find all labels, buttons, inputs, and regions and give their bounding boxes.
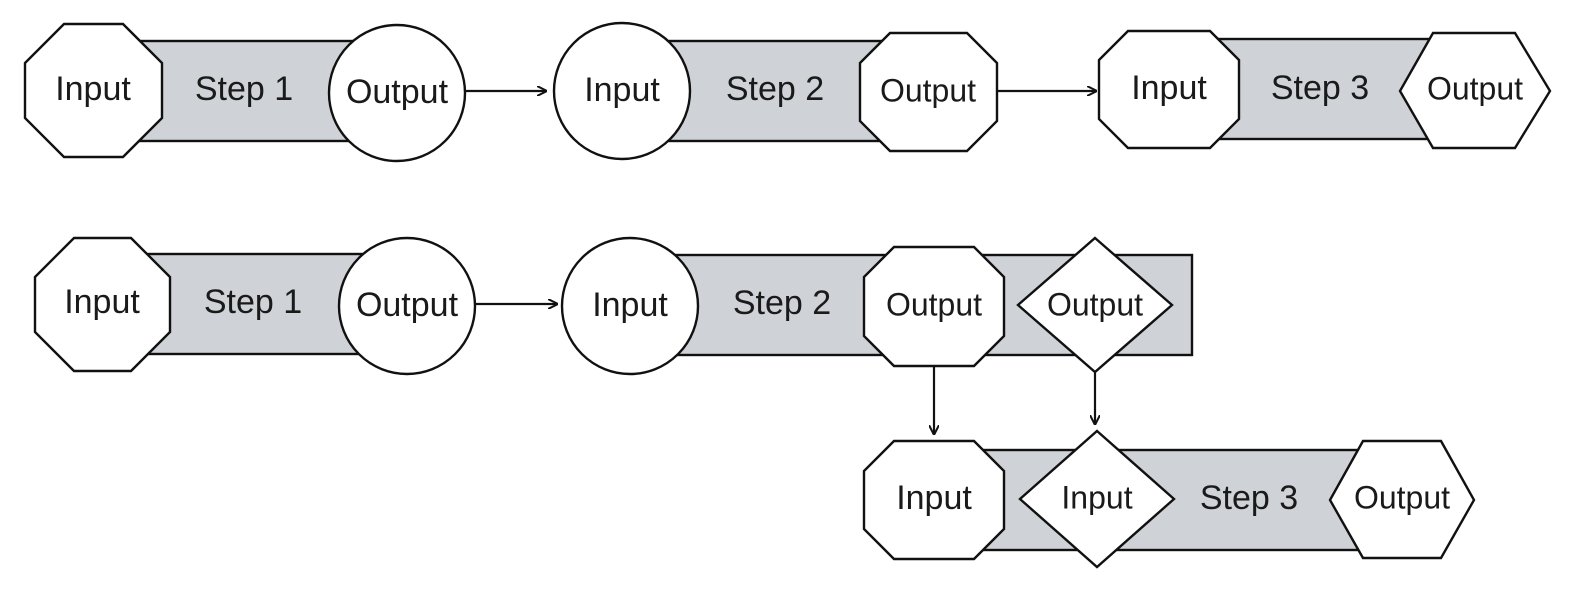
- top-step-3-title: Step 3: [1271, 69, 1369, 107]
- top-step-1-input-octagon: [23, 22, 164, 159]
- bottom-step-2-input-label: Input: [592, 286, 668, 324]
- bottom-step-3-title: Step 3: [1200, 479, 1298, 517]
- top-step-1: Input Step 1 Output: [23, 22, 467, 163]
- top-step-2-input-label: Input: [584, 71, 660, 109]
- top-step-3-input-label: Input: [1131, 69, 1207, 107]
- top-step-3-input-octagon: [1097, 29, 1241, 150]
- top-step-1-title: Step 1: [195, 70, 293, 108]
- bottom-step-1-output-label: Output: [356, 286, 459, 324]
- top-step-1-output-circle: [327, 23, 467, 163]
- bottom-row: Input Step 1 Output Input Step 2 Output …: [33, 236, 1476, 569]
- bottom-step-2-input-circle: [560, 236, 700, 376]
- top-step-1-output-label: Output: [346, 73, 449, 111]
- top-step-2-output-label: Output: [880, 72, 976, 108]
- top-step-2-title: Step 2: [726, 70, 824, 108]
- bottom-step-1-input-octagon: [33, 236, 172, 373]
- top-step-2-input-circle: [552, 21, 692, 161]
- bottom-step-2-output-label: Output: [886, 286, 982, 322]
- bottom-step-3-output-label: Output: [1354, 479, 1450, 515]
- bottom-step-2: Input Step 2 Output Output: [560, 236, 1194, 376]
- top-row: Input Step 1 Output Input Step 2 Output …: [23, 21, 1552, 163]
- top-step-3-output-label: Output: [1427, 70, 1523, 106]
- top-step-3: Input Step 3 Output: [1097, 29, 1552, 150]
- bottom-step-3: Input Input Step 3 Output: [862, 429, 1476, 569]
- top-step-2: Input Step 2 Output: [552, 21, 999, 161]
- bottom-step-2-title: Step 2: [733, 284, 831, 322]
- bottom-step-2-output-octagon: [862, 245, 1006, 368]
- bottom-step-1-title: Step 1: [204, 283, 302, 321]
- bottom-step-1-output-circle: [337, 236, 477, 376]
- bottom-step-1-input-label: Input: [64, 283, 140, 321]
- bottom-step-3-input-octagon: [862, 439, 1006, 561]
- top-step-1-input-label: Input: [55, 70, 131, 108]
- bottom-step-3-input-diamond: [1018, 429, 1176, 569]
- top-step-3-output-hexagon: [1398, 31, 1552, 150]
- bottom-step-1: Input Step 1 Output: [33, 236, 477, 376]
- bottom-step-3-input-label: Input: [896, 479, 972, 517]
- bottom-step-3-input-2-label: Input: [1061, 479, 1132, 515]
- bottom-step-2-output-2-label: Output: [1047, 286, 1143, 322]
- bottom-step-3-output-hexagon: [1328, 439, 1476, 560]
- top-step-2-output-octagon: [858, 31, 999, 153]
